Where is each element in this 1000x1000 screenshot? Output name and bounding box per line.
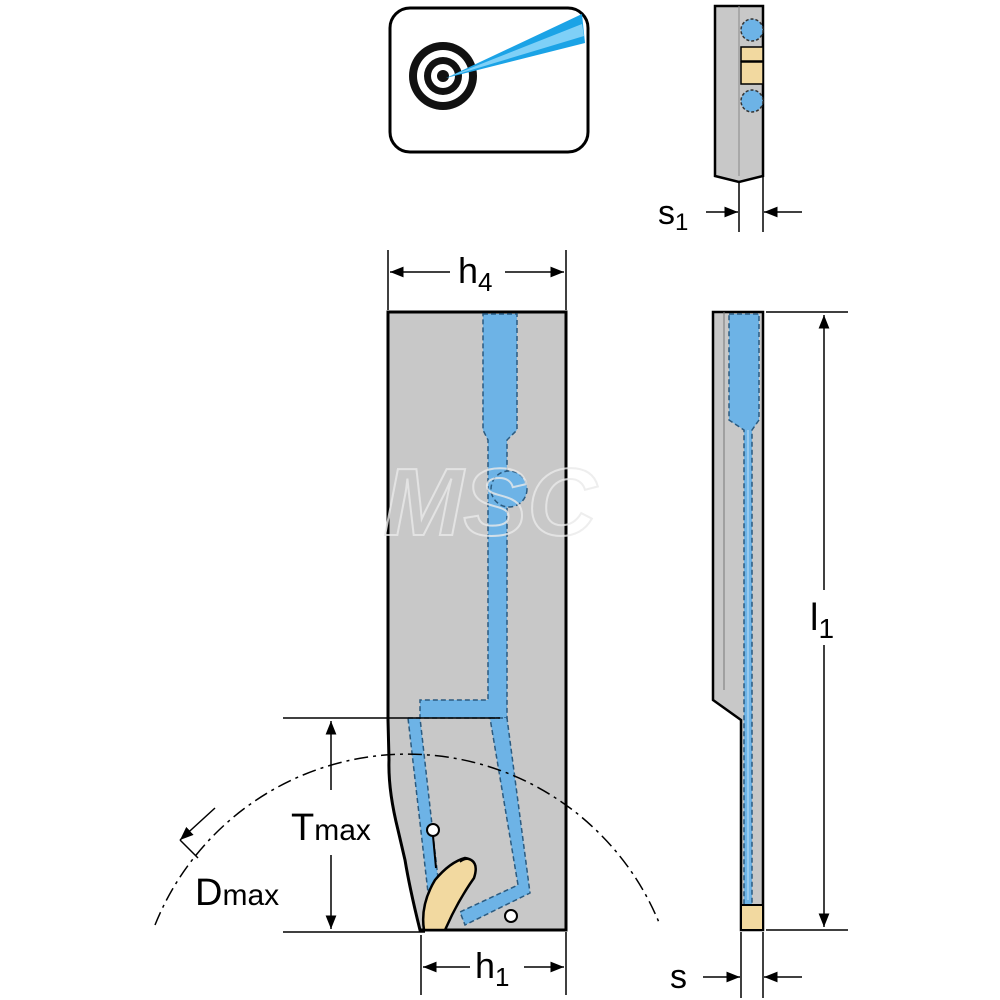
right-side-view (711, 310, 765, 932)
dimension-s1-label: s1 (658, 194, 688, 236)
dmax-arrow (179, 807, 216, 841)
dimension-dmax-label: Dmax (195, 872, 279, 914)
coolant-port (490, 470, 528, 508)
main-front-view (386, 310, 568, 932)
side-insert (740, 904, 764, 931)
side-coolant-channel (728, 313, 760, 906)
dimension-s (703, 932, 802, 998)
dimension-l1-label: l1 (810, 597, 834, 644)
dimension-s-label: s (670, 958, 687, 996)
cutting-insert (421, 856, 477, 932)
holder-body (386, 310, 568, 932)
target-center (437, 70, 449, 82)
dimension-tmax-label: Tmax (291, 807, 371, 849)
top-side-view (706, 4, 802, 232)
coolant-channel-right (459, 717, 531, 927)
coolant-jet (446, 14, 585, 78)
dimension-h1-label: h1 (475, 945, 510, 992)
dimension-l1 (766, 311, 848, 931)
dmax-arc (154, 753, 661, 926)
dimension-tmax (283, 717, 500, 933)
dimension-h4 (387, 250, 567, 310)
dimension-h4-label: h4 (458, 250, 493, 297)
watermark: MSC (383, 449, 598, 556)
dimension-h1 (420, 932, 567, 995)
precision-coolant-target-icon (388, 6, 590, 154)
